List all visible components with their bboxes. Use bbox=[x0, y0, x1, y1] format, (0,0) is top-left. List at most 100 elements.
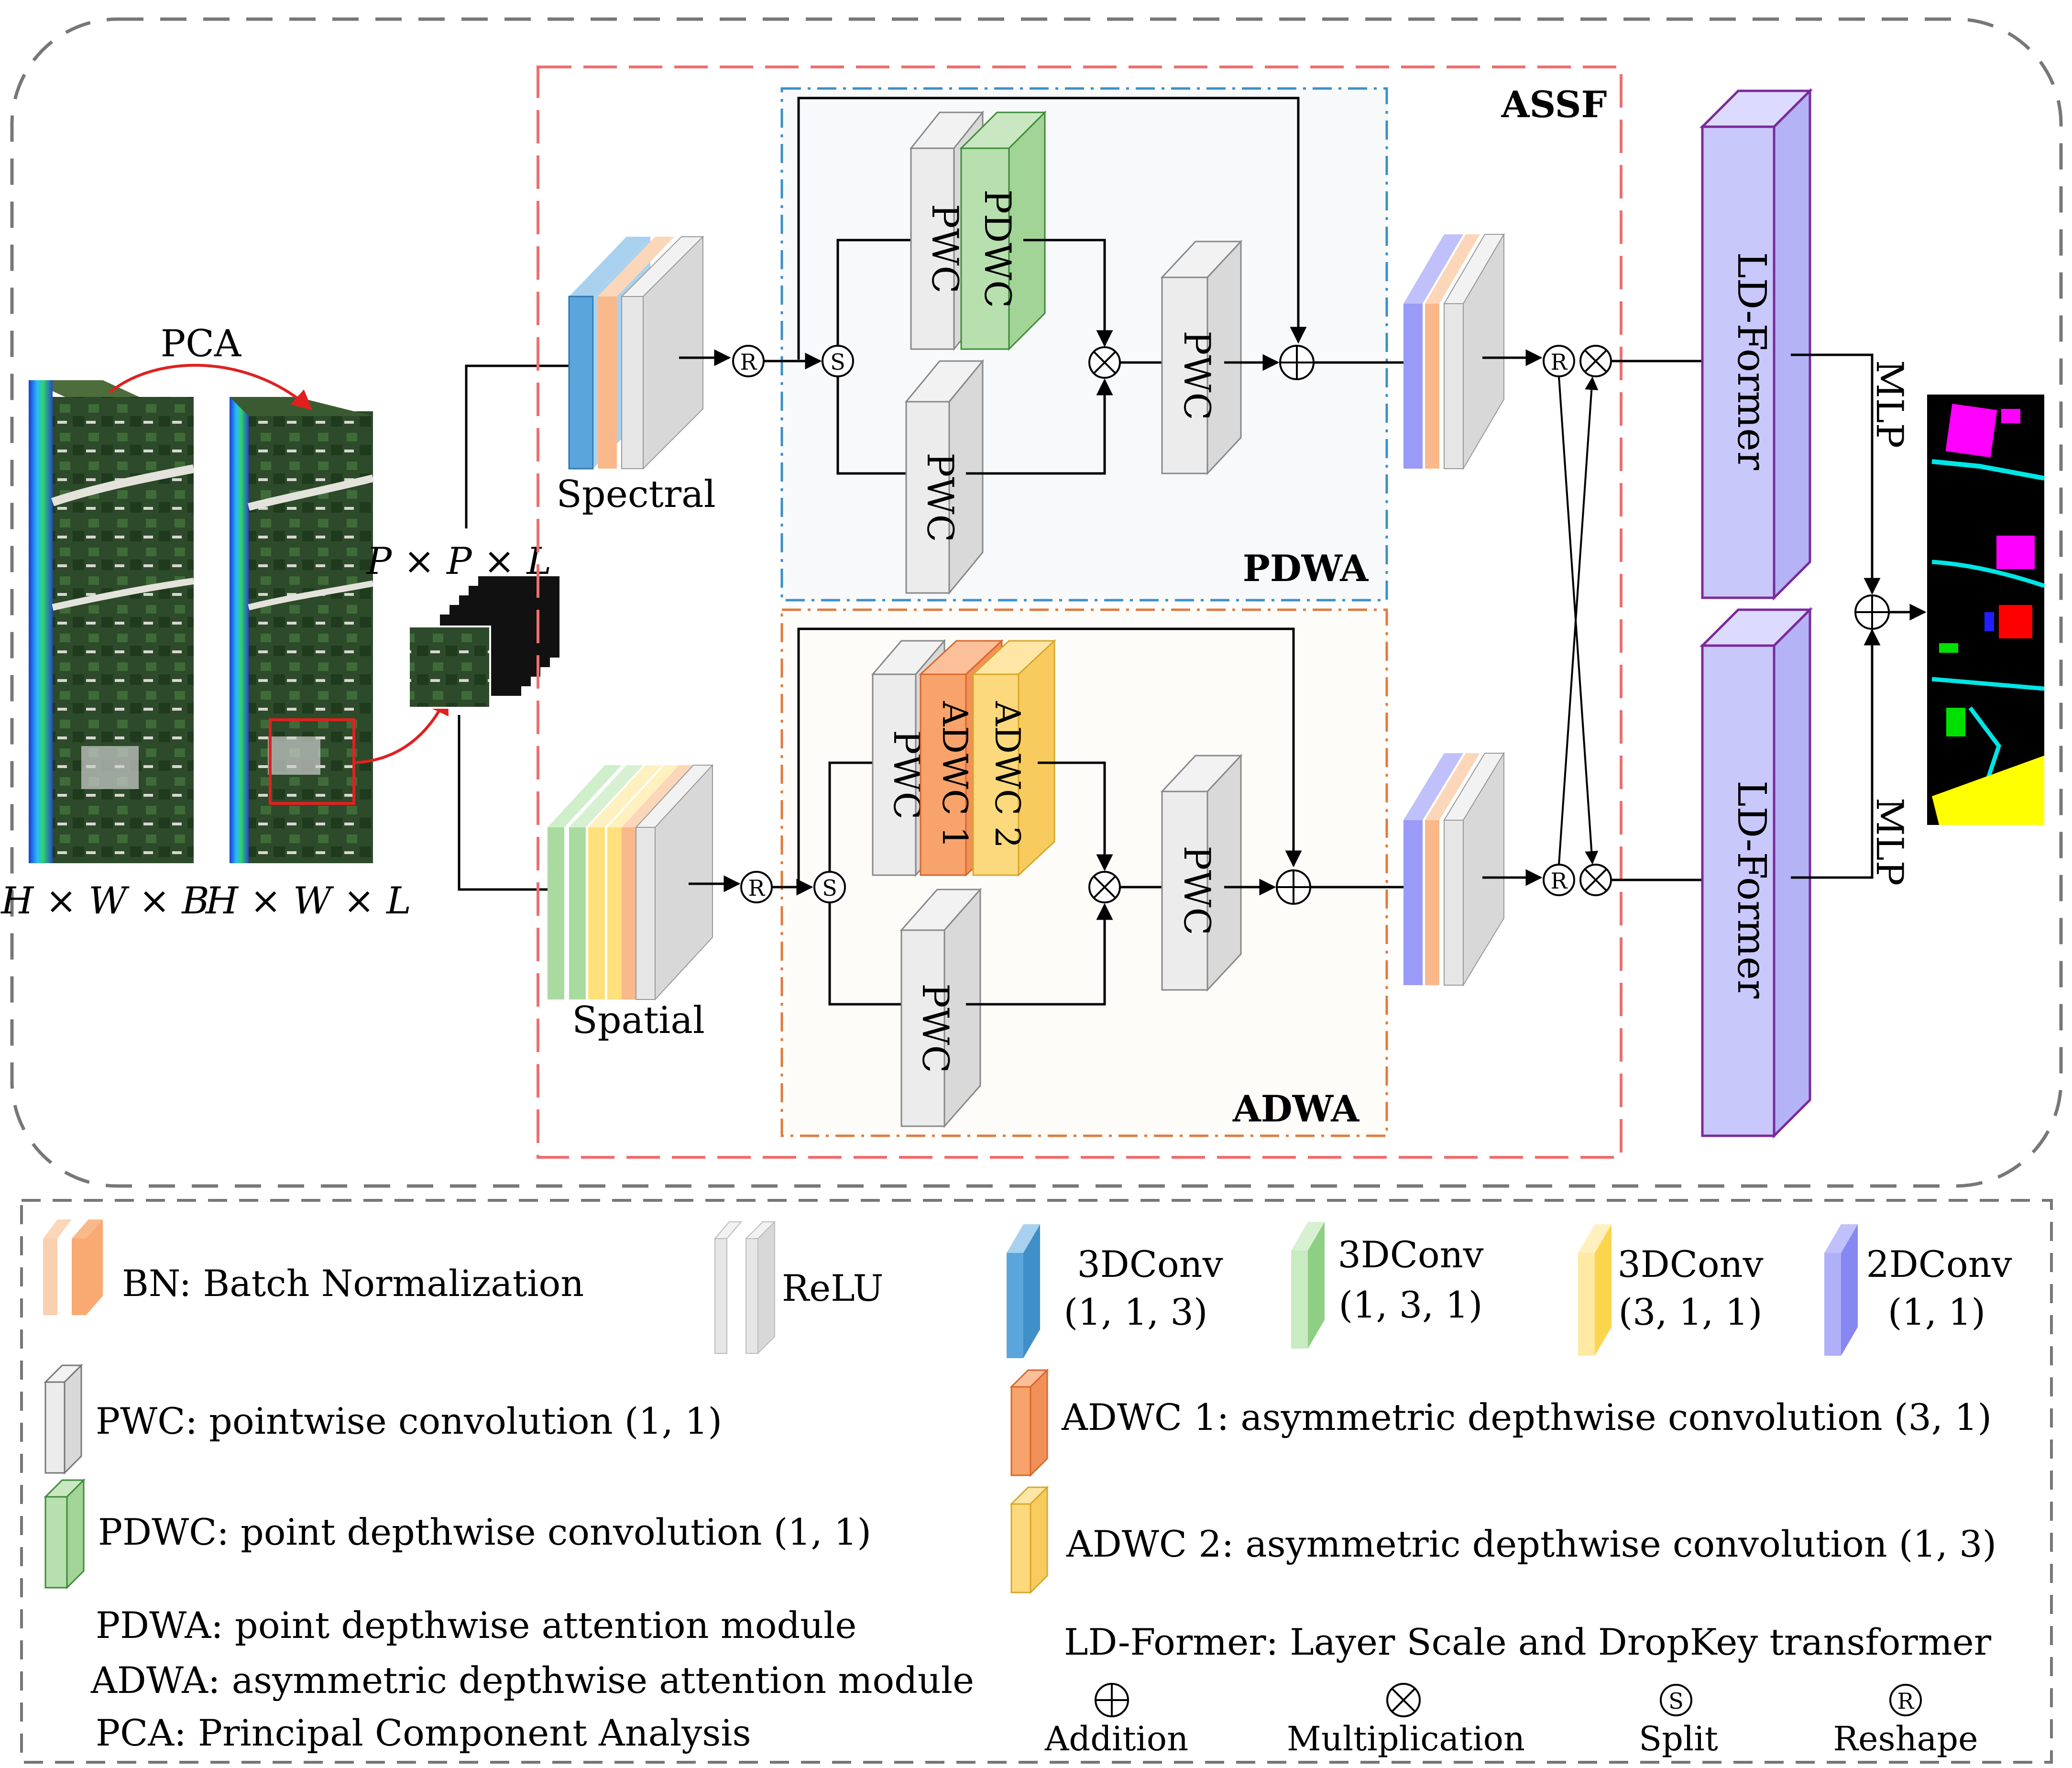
legend-conv3d-131-icon bbox=[1291, 1222, 1325, 1349]
adwa-output-stack bbox=[1403, 751, 1505, 987]
adwa-skip bbox=[797, 627, 1302, 886]
spectral-block bbox=[568, 235, 704, 470]
svg-text:R: R bbox=[1551, 349, 1568, 375]
svg-text:S: S bbox=[830, 349, 845, 375]
svg-text:PWC: PWC bbox=[924, 204, 966, 293]
adwa-adwc2: ADWC 2 bbox=[971, 639, 1056, 877]
legend-conv3d-311-line1: 3DConv bbox=[1617, 1243, 1763, 1285]
legend-reshape-label: Reshape bbox=[1833, 1719, 1978, 1758]
legend-bn-label: BN: Batch Normalization bbox=[122, 1262, 584, 1305]
pdwa-pdwc: PDWC bbox=[959, 110, 1047, 351]
legend-conv2d-line2: (1, 1) bbox=[1888, 1291, 1985, 1333]
legend-bn-icon bbox=[43, 1219, 103, 1315]
svg-text:S: S bbox=[1668, 1688, 1684, 1714]
legend-relu-label: ReLU bbox=[782, 1267, 884, 1309]
legend-split-icon: S bbox=[1660, 1684, 1692, 1716]
reshape-spatial-node: R bbox=[689, 871, 773, 903]
legend-pwc-label: PWC: pointwise convolution (1, 1) bbox=[96, 1400, 722, 1442]
reshape-spectral-node: R bbox=[679, 345, 765, 377]
split-node-pdwa: S bbox=[822, 345, 854, 377]
ppl-label: P × P × L bbox=[366, 540, 552, 583]
ldformer-bottom: LD-Former bbox=[1699, 606, 1813, 1139]
legend-adwc1-label: ADWC 1: asymmetric depthwise convolution… bbox=[1061, 1396, 1992, 1439]
legend-conv2d-icon bbox=[1824, 1224, 1858, 1356]
legend-conv3d-311-line2: (3, 1, 1) bbox=[1619, 1291, 1763, 1333]
multiply-node-top bbox=[1579, 345, 1612, 377]
hsi-cube-original bbox=[29, 380, 195, 863]
svg-text:R: R bbox=[740, 349, 757, 375]
svg-text:PWC: PWC bbox=[1176, 330, 1218, 420]
patch-arrow bbox=[353, 694, 449, 764]
add-node-adwa bbox=[1276, 869, 1311, 905]
hsi-cube-reduced bbox=[230, 397, 374, 863]
mlp-label-top: MLP bbox=[1868, 360, 1911, 448]
spectral-label: Spectral bbox=[556, 473, 715, 516]
legend-pca-label: PCA: Principal Component Analysis bbox=[96, 1712, 751, 1754]
pdwa-frame bbox=[780, 87, 1388, 602]
pdwa-skip bbox=[797, 97, 1307, 360]
classification-map bbox=[1927, 395, 2045, 825]
legend-multiplication-label: Multiplication bbox=[1287, 1719, 1525, 1758]
legend-multiplication-icon bbox=[1386, 1683, 1421, 1717]
add-node-pdwa bbox=[1279, 345, 1315, 380]
pdwa-label: PDWA bbox=[1243, 547, 1369, 590]
multiply-node-adwa bbox=[1088, 871, 1121, 903]
reshape-node-bottom: R bbox=[1543, 864, 1575, 896]
multiply-node-pdwa bbox=[1088, 346, 1121, 379]
legend-conv3d-131-line1: 3DConv bbox=[1337, 1233, 1483, 1276]
legend-relu-icon bbox=[713, 1220, 776, 1355]
legend-pdwc-icon bbox=[44, 1478, 86, 1590]
legend-conv3d-113-line2: (1, 1, 3) bbox=[1064, 1291, 1208, 1333]
patch-stack bbox=[408, 576, 559, 709]
multiply-node-bottom bbox=[1579, 864, 1612, 896]
svg-text:R: R bbox=[748, 875, 766, 901]
legend-conv3d-311-icon bbox=[1578, 1224, 1612, 1356]
ldformer-top: LD-Former bbox=[1699, 88, 1813, 601]
legend-conv3d-113-icon bbox=[1007, 1224, 1040, 1358]
legend-pwc-icon bbox=[44, 1363, 83, 1475]
assf-frame bbox=[537, 66, 1623, 1159]
legend-adwc2-icon bbox=[1009, 1485, 1049, 1594]
split-node-adwa: S bbox=[813, 871, 846, 903]
legend-addition-label: Addition bbox=[1044, 1719, 1188, 1758]
spatial-label: Spatial bbox=[572, 999, 705, 1042]
legend-reshape-icon: R bbox=[1889, 1684, 1922, 1716]
pdwa-pwc-right: PWC bbox=[1160, 240, 1243, 475]
legend-adwa-label: ADWA: asymmetric depthwise attention mod… bbox=[90, 1659, 974, 1702]
hwl-label: H × W × L bbox=[205, 879, 411, 922]
legend-ldformer-label: LD-Former: Layer Scale and DropKey trans… bbox=[1064, 1621, 1992, 1663]
main-frame bbox=[10, 17, 2063, 1188]
svg-text:S: S bbox=[822, 875, 837, 901]
add-node-final bbox=[1854, 594, 1890, 630]
legend-pdwc-label: PDWC: point depthwise convolution (1, 1) bbox=[98, 1511, 871, 1553]
pca-arrow bbox=[109, 363, 313, 410]
legend-adwc2-label: ADWC 2: asymmetric depthwise convolution… bbox=[1066, 1523, 1996, 1565]
adwa-pwc-right: PWC bbox=[1160, 754, 1243, 992]
svg-text:PWC: PWC bbox=[1176, 846, 1218, 935]
legend-split-label: Split bbox=[1639, 1719, 1718, 1758]
assf-label: ASSF bbox=[1501, 83, 1607, 126]
legend-adwc1-icon bbox=[1009, 1368, 1049, 1477]
legend-conv2d-line1: 2DConv bbox=[1866, 1243, 2012, 1285]
svg-text:R: R bbox=[1551, 868, 1568, 894]
adwa-label: ADWA bbox=[1232, 1087, 1359, 1130]
svg-text:ADWC 2: ADWC 2 bbox=[987, 701, 1028, 848]
legend-frame bbox=[20, 1199, 2053, 1764]
svg-text:ADWC 1: ADWC 1 bbox=[935, 701, 975, 848]
pdwa-output-stack bbox=[1403, 232, 1505, 471]
reshape-node-top: R bbox=[1543, 345, 1575, 377]
to-spatial-line bbox=[458, 715, 550, 891]
svg-text:PWC: PWC bbox=[914, 983, 957, 1073]
legend-conv3d-131-line2: (1, 3, 1) bbox=[1339, 1284, 1483, 1326]
pdwa-pwc-bottom: PWC bbox=[904, 359, 985, 595]
mlp-label-bottom: MLP bbox=[1868, 798, 1911, 886]
spatial-block bbox=[548, 764, 714, 1001]
hwb-label: H × W × B bbox=[0, 879, 209, 922]
legend-conv3d-113-line1: 3DConv bbox=[1077, 1243, 1223, 1285]
adwa-pwc-bottom: PWC bbox=[899, 888, 982, 1128]
pca-label: PCA bbox=[161, 322, 242, 365]
svg-text:R: R bbox=[1897, 1688, 1915, 1714]
svg-text:LD-Former: LD-Former bbox=[1729, 780, 1774, 999]
cross-line-b bbox=[1558, 376, 1599, 865]
